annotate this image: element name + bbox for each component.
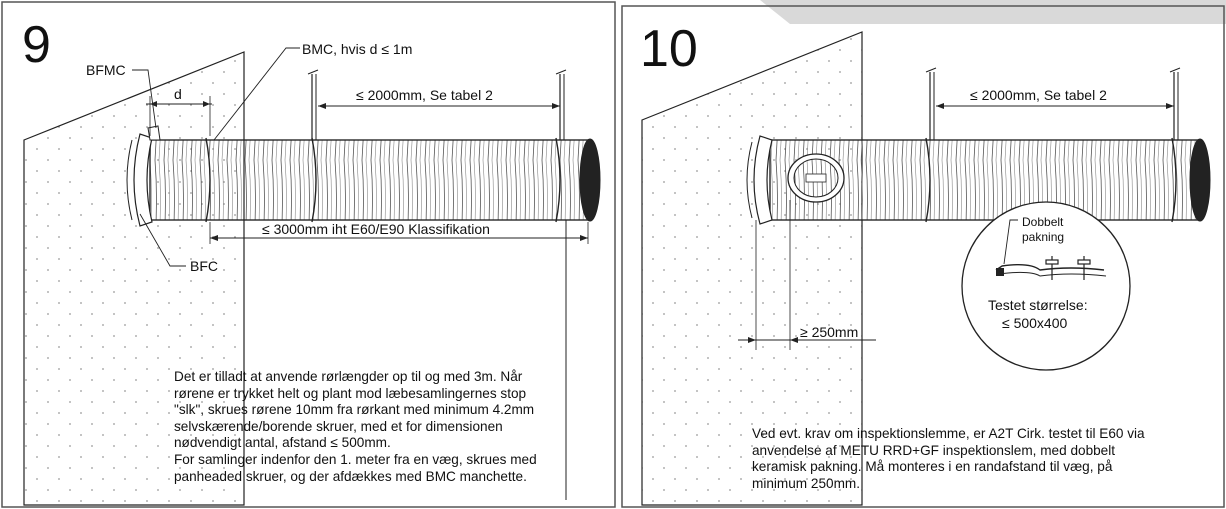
note-left-line: rørene er trykket helt og plant mod læbe… (174, 385, 527, 401)
detail-circle (961, 201, 1131, 371)
panel-right-drawing (641, 31, 1211, 506)
label-tested-size-2: ≤ 500x400 (1002, 315, 1068, 331)
note-left-line: For samlinger indenfor den 1. meter fra … (174, 451, 537, 467)
step-number-10: 10 (640, 20, 698, 78)
note-left-line: selvskærende/borende skruer, med et for … (174, 418, 503, 434)
label-bfc: BFC (190, 258, 218, 274)
note-left-line: nødvendigt antal, afstand ≤ 500mm. (174, 435, 391, 451)
note-left-line: panheaded skruer, og der afdækkes med BM… (174, 468, 527, 484)
note-right-line: minimum 250mm. (752, 475, 861, 491)
note-right-line: anvendelse af METU RRD+GF inspektionslem… (752, 442, 1116, 458)
label-span-right: ≤ 2000mm, Se tabel 2 (970, 87, 1107, 103)
label-distance: ≥ 250mm (800, 324, 858, 340)
flange-bfmc (133, 133, 153, 227)
duct-end-right (1189, 138, 1211, 222)
note-right-line: keramisk pakning. Må monteres i en randa… (752, 459, 1113, 475)
label-gasket-2: pakning (1022, 230, 1064, 244)
note-left: Det er tilladt at anvende rørlængder op … (174, 369, 610, 485)
label-length: ≤ 3000mm iht E60/E90 Klassifikation (262, 221, 490, 237)
duct-left (149, 139, 591, 221)
label-gasket-1: Dobbelt (1022, 215, 1064, 229)
duct-end-left (579, 138, 601, 222)
panel-left-drawing (23, 47, 601, 506)
note-left-line: Det er tilladt at anvende rørlængder op … (174, 369, 523, 384)
label-d: d (174, 86, 182, 102)
label-bfmc: BFMC (86, 62, 126, 78)
label-span-left: ≤ 2000mm, Se tabel 2 (356, 87, 493, 103)
panel-left-frame (1, 1, 616, 508)
note-left-line: "slk", skrues rørene 10mm fra rørkant me… (174, 402, 535, 418)
panel-right-frame (621, 5, 1225, 508)
step-number-9: 9 (22, 16, 51, 74)
note-right: Ved evt. krav om inspektionslemme, er A2… (752, 426, 1222, 492)
label-bmc: BMC, hvis d ≤ 1m (302, 41, 412, 57)
corner-shade (760, 0, 1226, 24)
label-tested-size-1: Testet størrelse: (988, 297, 1088, 313)
note-right-line: Ved evt. krav om inspektionslemme, er A2… (752, 426, 1145, 441)
